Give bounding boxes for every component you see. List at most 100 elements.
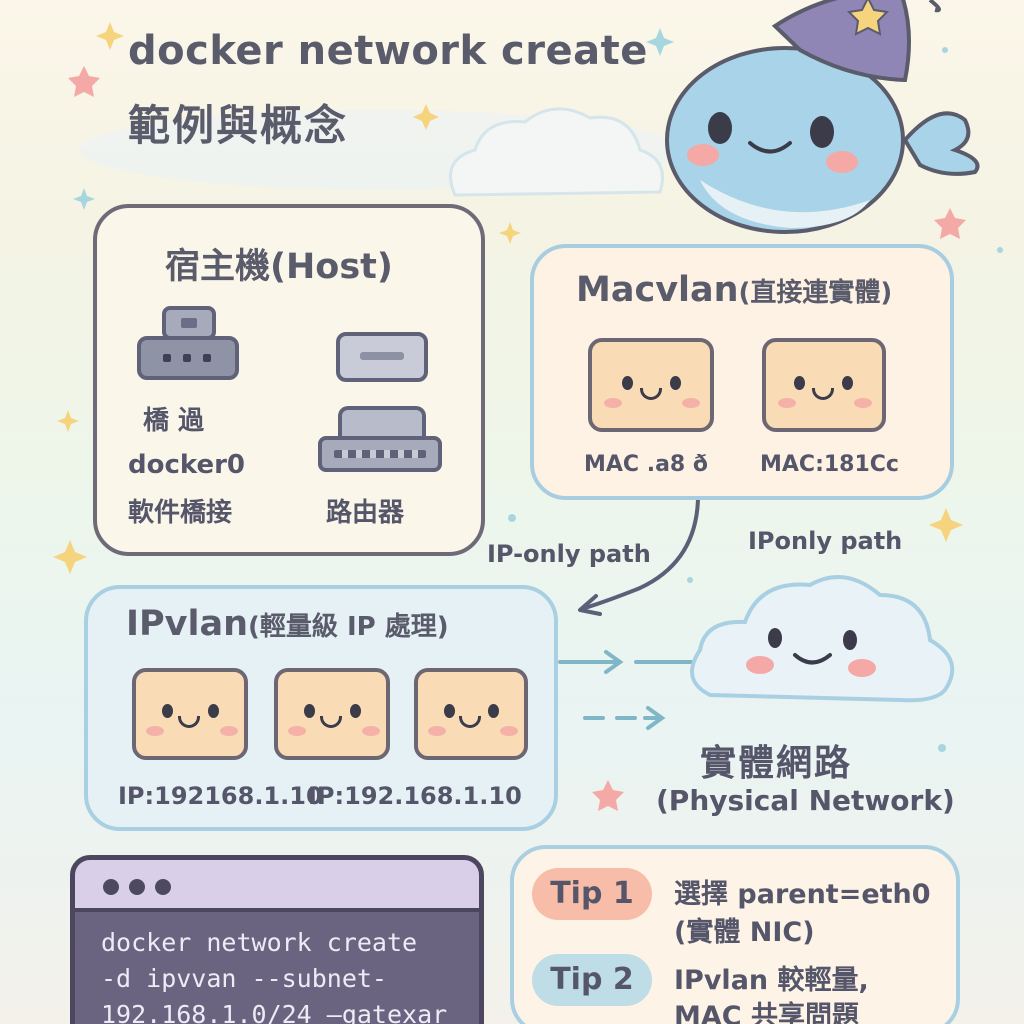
sparkle-icon <box>499 222 521 244</box>
physical-network-subtitle: (Physical Network) <box>656 784 955 817</box>
eye-icon <box>350 704 361 718</box>
tip-1-badge: Tip 1 <box>532 868 652 920</box>
tip-2-badge: Tip 2 <box>532 954 652 1006</box>
star-icon <box>592 780 624 811</box>
software-bridge-label: 軟件橋接 <box>128 498 233 528</box>
network-switch-icon <box>137 336 239 380</box>
macvlan-container-2 <box>762 338 886 432</box>
blush-icon <box>220 726 238 736</box>
sparkle-icon <box>73 188 95 210</box>
mac-address-label-1: MAC .a8 ð <box>584 452 709 477</box>
dot-icon <box>942 47 948 53</box>
eye-icon <box>488 704 499 718</box>
router-top-icon <box>338 406 426 440</box>
blue-sparkles <box>73 28 1003 752</box>
host-title-text: 宿主機 <box>165 247 271 287</box>
dot-icon <box>508 514 516 522</box>
window-dot-icon <box>129 879 145 895</box>
host-title-suffix: (Host) <box>270 247 393 287</box>
macvlan-title-text: Macvlan <box>576 270 739 310</box>
blush-icon <box>778 398 796 408</box>
port-icon <box>183 354 191 362</box>
sparkle-icon <box>646 28 674 56</box>
dot-icon <box>938 744 946 752</box>
physical-network-title: 實體網路 <box>700 743 853 784</box>
blush-icon <box>146 726 164 736</box>
terminal-line-1: docker network create <box>101 928 418 957</box>
bridge-label: 橋 過 <box>143 406 205 436</box>
dot-icon <box>687 577 693 583</box>
eye-icon <box>622 376 633 390</box>
eye-icon <box>444 704 455 718</box>
header-cloud-icon <box>449 107 664 197</box>
macvlan-card-title: Macvlan(直接連實體) <box>576 270 892 310</box>
star-icon <box>68 66 100 97</box>
sparkle-icon <box>57 410 79 432</box>
eye-icon <box>842 376 853 390</box>
host-card-title: 宿主機(Host) <box>165 238 393 289</box>
mac-address-label-2: MAC:181Cc <box>760 452 899 477</box>
path-label-left: IP-only path <box>487 540 651 568</box>
switch-top-icon <box>162 306 216 340</box>
tip-2-line-1: IPvlan 較輕量, <box>674 965 869 996</box>
macvlan-container-1 <box>588 338 714 432</box>
blush-icon <box>428 726 446 736</box>
tip-2-line-2: MAC 共享問題 <box>674 1001 859 1024</box>
blush-icon <box>500 726 518 736</box>
ipvlan-title-text: IPvlan <box>126 604 249 644</box>
terminal-title-bar <box>75 860 479 912</box>
eye-icon <box>794 376 805 390</box>
ipvlan-card-title: IPvlan(輕量級 IP 處理) <box>126 604 449 644</box>
smile-icon <box>459 716 481 728</box>
physical-network-cloud-icon <box>690 575 955 703</box>
sparkle-icon <box>53 540 87 574</box>
blush-icon <box>854 398 872 408</box>
eye-icon <box>670 376 681 390</box>
tip-1-line-1: 選擇 parent=eth0 <box>674 879 931 910</box>
blush-icon <box>362 726 380 736</box>
tip-1-line-2: (實體 NIC) <box>674 917 815 948</box>
smile-icon <box>178 716 200 728</box>
ipvlan-container-3 <box>414 668 528 760</box>
ipvlan-container-1 <box>132 668 248 760</box>
docker0-label: docker0 <box>128 450 246 480</box>
bridge-device-icon <box>336 332 428 382</box>
terminal-window: docker network create -d ipvvan --subnet… <box>70 855 484 1024</box>
whale-mascot <box>665 46 980 234</box>
page-subtitle: 範例與概念 <box>128 101 349 150</box>
eye-icon <box>304 704 315 718</box>
terminal-line-3: 192.168.1.0/24 —gatexar <box>101 1000 448 1024</box>
router-icon <box>318 436 442 472</box>
ip-address-label-2: IP:192.168.1.10 <box>308 782 522 810</box>
ip-address-label-1: IP:192168.1.10 <box>118 782 323 810</box>
arrow-icon <box>578 488 701 616</box>
sparkle-icon <box>929 508 963 542</box>
blush-icon <box>288 726 306 736</box>
sparkle-icon <box>96 22 124 50</box>
eye-icon <box>208 704 219 718</box>
ipvlan-container-2 <box>274 668 390 760</box>
blush-icon <box>682 398 700 408</box>
blush-icon <box>604 398 622 408</box>
port-icon <box>163 354 171 362</box>
path-label-right: IPonly path <box>748 527 903 555</box>
dot-icon <box>997 247 1003 253</box>
star-icon <box>934 208 966 239</box>
ipvlan-cloud-arrows <box>558 650 702 730</box>
wizard-hat-icon <box>771 0 941 83</box>
smile-icon <box>812 388 834 400</box>
smile-icon <box>640 388 662 400</box>
eye-icon <box>162 704 173 718</box>
port-icon <box>203 354 211 362</box>
page-title: docker network create <box>128 28 648 74</box>
sparkle-icon <box>413 104 439 130</box>
pink-stars <box>68 66 966 811</box>
window-dot-icon <box>103 879 119 895</box>
window-dot-icon <box>155 879 171 895</box>
router-label: 路由器 <box>326 498 405 528</box>
terminal-line-2: -d ipvvan --subnet- <box>101 964 387 993</box>
smile-icon <box>320 716 342 728</box>
macvlan-subtitle: (直接連實體) <box>738 278 893 308</box>
ipvlan-subtitle: (輕量級 IP 處理) <box>248 612 449 642</box>
